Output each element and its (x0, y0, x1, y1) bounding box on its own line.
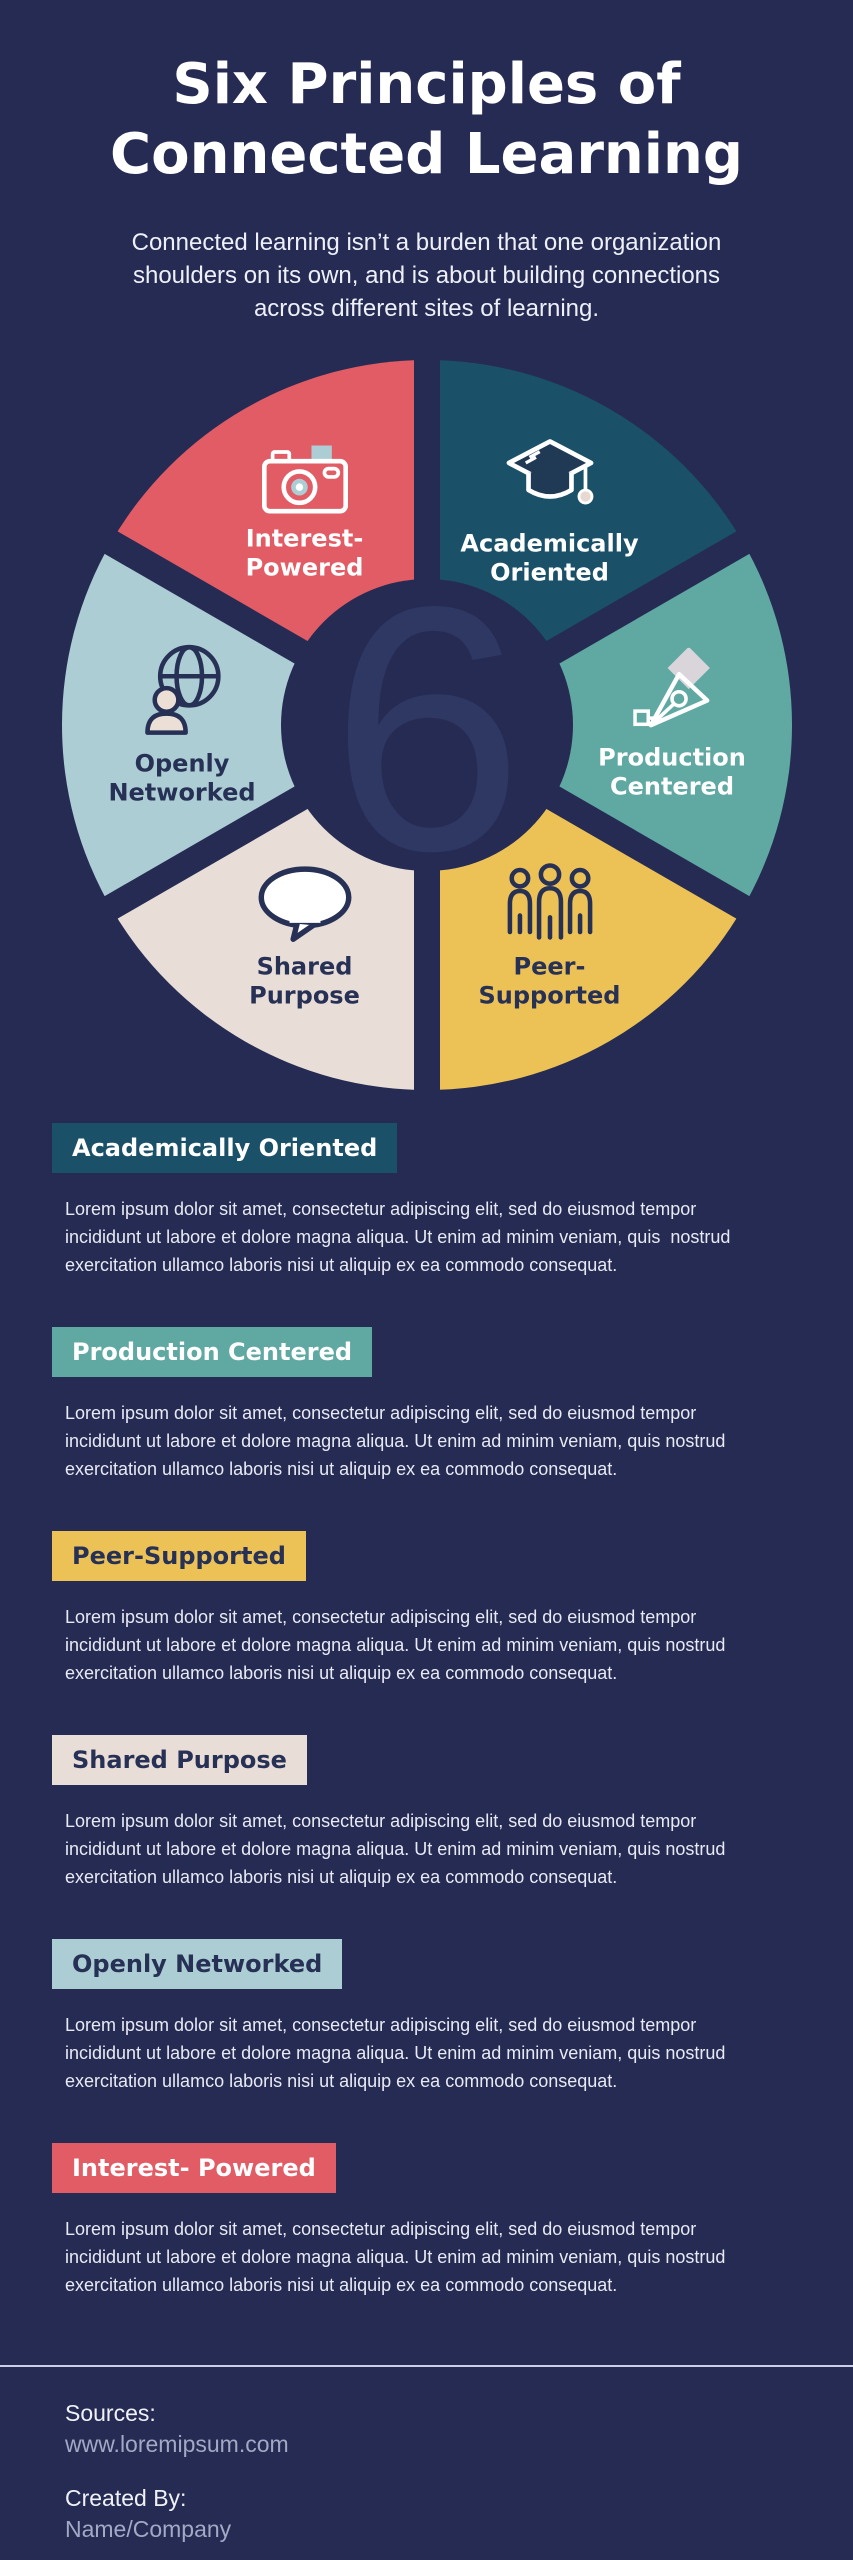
section-shared-purpose: Shared Purpose Lorem ipsum dolor sit ame… (0, 1735, 853, 1891)
page-title: Six Principles of Connected Learning (110, 52, 743, 187)
wheel-item-interest-powered: Interest- Powered (188, 443, 422, 584)
section-body-openly-networked: Lorem ipsum dolor sit amet, consectetur … (65, 2015, 726, 2091)
wheel-label-production-centered: Production Centered (598, 743, 746, 801)
section-body-peer-supported: Lorem ipsum dolor sit amet, consectetur … (65, 1607, 726, 1683)
sources-value: www.loremipsum.com (65, 2431, 289, 2458)
created-by-label: Created By: (65, 2484, 187, 2511)
footer-divider (0, 2365, 853, 2367)
section-academically-oriented: Academically Oriented Lorem ipsum dolor … (0, 1123, 853, 1279)
section-body-interest-powered: Lorem ipsum dolor sit amet, consectetur … (65, 2219, 726, 2295)
wheel-item-openly-networked: Openly Networked (65, 642, 299, 809)
wheel-label-peer-supported: Peer- Supported (478, 952, 621, 1011)
principles-wheel-chart: 6 (61, 355, 793, 1097)
section-body-shared-purpose: Lorem ipsum dolor sit amet, consectetur … (65, 1811, 726, 1887)
section-body-academically-oriented: Lorem ipsum dolor sit amet, consectetur … (65, 1199, 731, 1275)
wheel-label-shared-purpose: Shared Purpose (249, 952, 360, 1011)
wheel-item-production-centered: Production Centered (555, 648, 789, 803)
section-label-interest-powered: Interest- Powered (52, 2143, 336, 2193)
section-openly-networked: Openly Networked Lorem ipsum dolor sit a… (0, 1939, 853, 2095)
pen-nib-icon (626, 648, 718, 736)
speech-bubble-icon (253, 863, 357, 945)
created-by-value: Name/Company (65, 2516, 232, 2543)
wheel-label-interest-powered: Interest- Powered (245, 524, 364, 582)
section-label-peer-supported: Peer-Supported (52, 1531, 306, 1581)
section-label-academically-oriented: Academically Oriented (52, 1123, 398, 1173)
camera-icon (257, 443, 353, 517)
section-production-centered: Production Centered Lorem ipsum dolor si… (0, 1327, 853, 1483)
wheel-center-circle (281, 579, 573, 871)
wheel-label-academically-oriented: Academically Oriented (460, 529, 639, 587)
section-label-openly-networked: Openly Networked (52, 1939, 343, 1989)
wheel-sector-openly-networked (61, 542, 428, 908)
section-interest-powered: Interest- Powered Lorem ipsum dolor sit … (0, 2143, 853, 2299)
wheel-item-shared-purpose: Shared Purpose (188, 863, 422, 1012)
section-peer-supported: Peer-Supported Lorem ipsum dolor sit ame… (0, 1531, 853, 1687)
wheel-center-number: 6 (330, 534, 524, 923)
section-body-production-centered: Lorem ipsum dolor sit amet, consectetur … (65, 1403, 726, 1479)
sources-group: Sources: www.loremipsum.com (65, 2399, 853, 2460)
sources-label: Sources: (65, 2400, 156, 2426)
principle-sections: Academically Oriented Lorem ipsum dolor … (0, 1123, 853, 2299)
globe-person-icon (135, 642, 229, 742)
section-label-shared-purpose: Shared Purpose (52, 1735, 307, 1785)
header: Six Principles of Connected Learning Con… (0, 0, 853, 325)
grad-cap-icon (502, 438, 598, 522)
footer: Sources: www.loremipsum.com Created By: … (65, 2399, 853, 2545)
wheel-label-openly-networked: Openly Networked (108, 749, 256, 807)
wheel-item-peer-supported: Peer- Supported (433, 863, 667, 1012)
created-by-group: Created By: Name/Company (65, 2484, 853, 2545)
wheel-sector-production-centered (427, 542, 793, 908)
page-subtitle: Connected learning isn’t a burden that o… (131, 229, 722, 322)
wheel-item-academically-oriented: Academically Oriented (433, 438, 667, 589)
people-icon (498, 863, 602, 945)
section-label-production-centered: Production Centered (52, 1327, 373, 1377)
